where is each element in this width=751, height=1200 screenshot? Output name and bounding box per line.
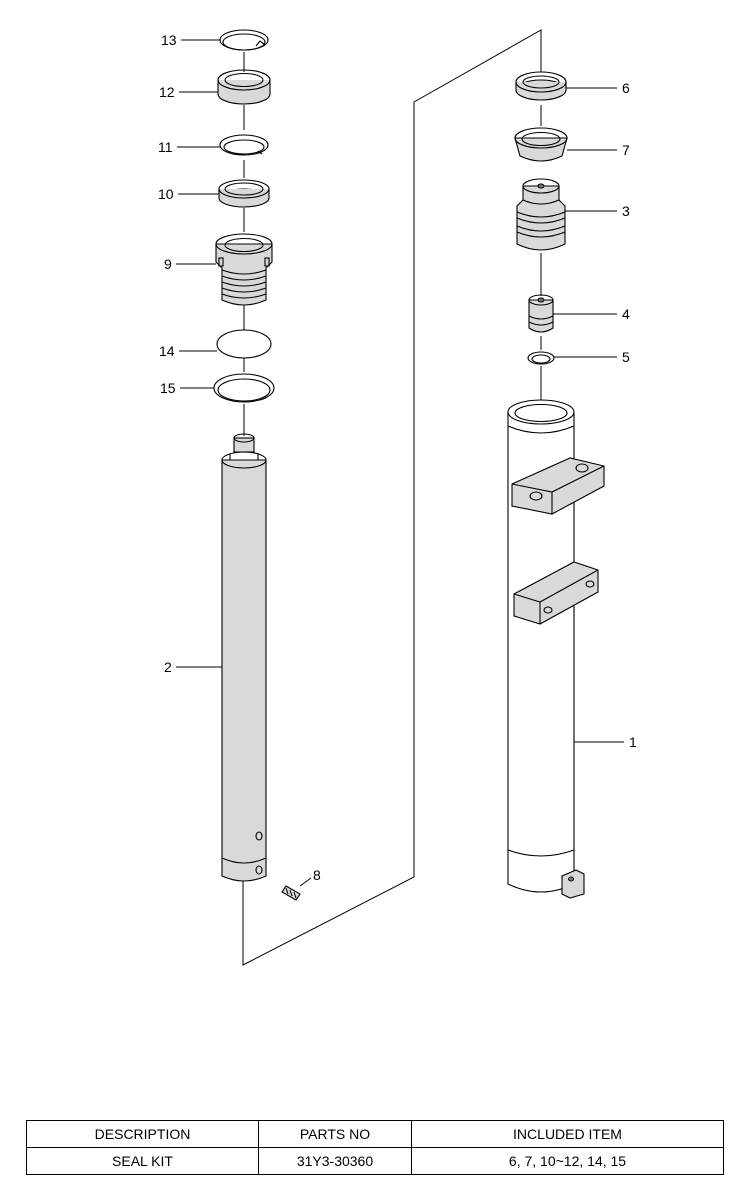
- cell-parts-no: 31Y3-30360: [258, 1147, 412, 1175]
- part-7-piston-seal: [514, 127, 568, 162]
- part-2-rod: [221, 433, 267, 882]
- part-1-tube-assembly: [507, 399, 605, 899]
- callout-7: 7: [622, 142, 630, 158]
- callout-4: 4: [622, 306, 630, 322]
- callout-11: 11: [158, 139, 173, 155]
- callout-8: 8: [313, 867, 321, 883]
- callout-13: 13: [161, 32, 177, 48]
- part-6-wear-ring: [515, 71, 567, 101]
- part-11-backup-ring: [219, 134, 269, 156]
- callout-1: 1: [629, 734, 637, 750]
- callout-15: 15: [160, 380, 176, 396]
- header-included-item: INCLUDED ITEM: [411, 1120, 724, 1148]
- callout-5: 5: [622, 349, 630, 365]
- table-header-row: DESCRIPTION PARTS NO INCLUDED ITEM: [26, 1120, 724, 1148]
- assembly-connection-line: [242, 29, 542, 966]
- part-5-snap-ring: [527, 351, 555, 365]
- header-parts-no: PARTS NO: [258, 1120, 412, 1148]
- leader-lines: [176, 39, 624, 887]
- part-13-snap-ring: [219, 29, 269, 51]
- header-description: DESCRIPTION: [26, 1120, 259, 1148]
- callout-14: 14: [159, 343, 175, 359]
- part-12-wiper-ring: [217, 69, 271, 105]
- table-row: SEAL KIT 31Y3-30360 6, 7, 10~12, 14, 15: [26, 1147, 724, 1175]
- callout-9: 9: [164, 256, 172, 272]
- part-14-o-ring: [216, 329, 272, 359]
- part-9-rod-cover: [215, 233, 273, 306]
- part-8-set-screw: [281, 885, 301, 901]
- callout-12: 12: [159, 84, 175, 100]
- callout-3: 3: [622, 203, 630, 219]
- cell-included-item: 6, 7, 10~12, 14, 15: [411, 1147, 724, 1175]
- cell-description: SEAL KIT: [26, 1147, 259, 1175]
- part-3-piston: [516, 178, 566, 251]
- callout-10: 10: [158, 186, 174, 202]
- part-4-piston-nut: [528, 294, 554, 333]
- callout-6: 6: [622, 80, 630, 96]
- callout-2: 2: [164, 659, 172, 675]
- seal-kit-table: DESCRIPTION PARTS NO INCLUDED ITEM SEAL …: [26, 1120, 724, 1175]
- part-15-backup-ring: [213, 373, 275, 403]
- part-10-u-packing: [218, 179, 270, 208]
